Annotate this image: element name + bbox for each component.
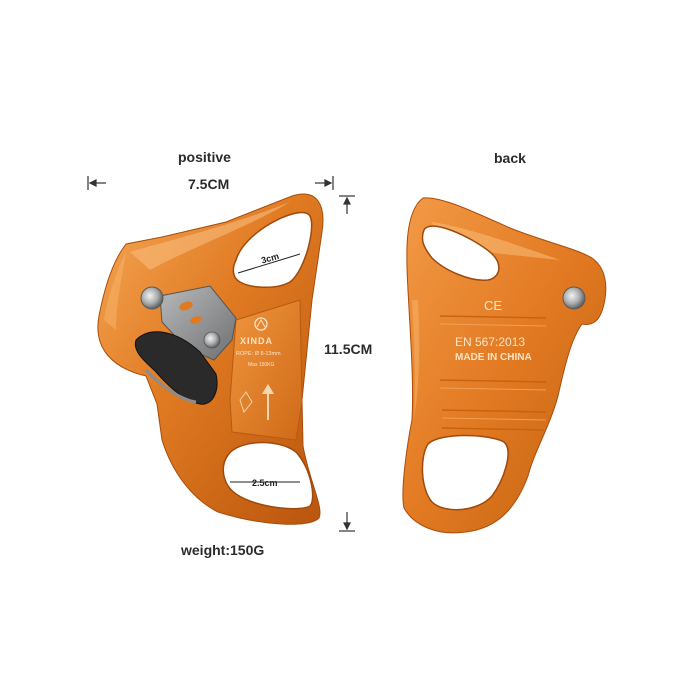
back-rivet [562, 286, 586, 310]
cam-teeth [134, 331, 218, 405]
back-upper-hole [421, 225, 500, 281]
weight-label: weight:150G [181, 542, 265, 558]
lower-hole-label: 2.5cm [252, 478, 278, 488]
ce-mark: CE [484, 298, 502, 313]
front-label-plate [229, 299, 303, 441]
brand-logo-icon [254, 317, 268, 331]
climber-pictogram-icon [239, 391, 253, 414]
rope-spec-text: ROPE: Ø 8-13mm [236, 351, 281, 357]
back-grooves [439, 315, 547, 431]
front-view-label: positive [178, 149, 231, 165]
height-dimension-label: 11.5CM [324, 341, 373, 357]
brand-name: XINDA [240, 336, 273, 346]
front-rivet [140, 286, 164, 310]
ascender-back [402, 197, 607, 534]
max-load-text: Max 150KG [248, 362, 275, 368]
standard-text: EN 567:2013 [455, 335, 525, 349]
height-dimension-marker [339, 195, 355, 532]
width-dimension-marker [87, 176, 334, 190]
back-lower-hole [421, 434, 509, 511]
front-lower-hole [222, 441, 314, 510]
upper-hole-label: 3cm [260, 251, 280, 266]
ascender-front [97, 193, 324, 525]
back-view-label: back [494, 150, 526, 166]
width-dimension-label: 7.5CM [188, 176, 230, 192]
origin-text: MADE IN CHINA [455, 352, 532, 363]
